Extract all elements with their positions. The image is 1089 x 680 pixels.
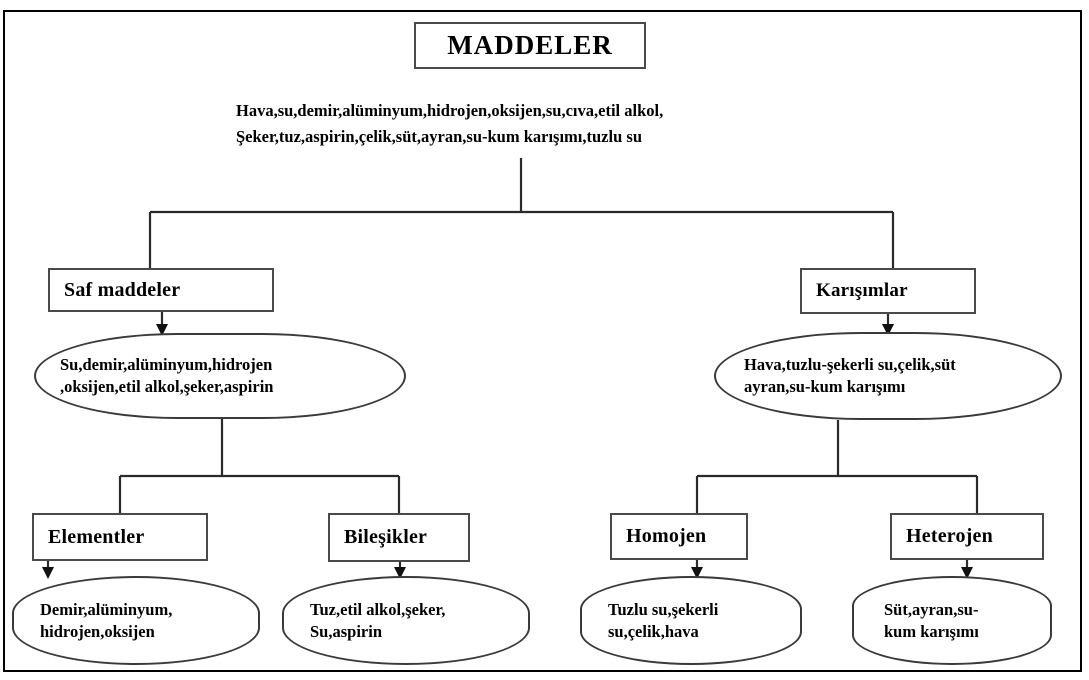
examples-homojen-text: Tuzlu su,şekerli su,çelik,hava: [582, 599, 800, 643]
node-elementler: Elementler: [32, 513, 208, 561]
node-bilesikler-label: Bileşikler: [344, 526, 428, 548]
examples-karisimlar-line-1: Hava,tuzlu-şekerli su,çelik,süt: [744, 355, 956, 375]
outer-border-frame: [3, 10, 1082, 672]
examples-heterojen-text: Süt,ayran,su- kum karışımı: [854, 599, 1050, 643]
examples-bilesikler: Tuz,etil alkol,şeker, Su,aspirin: [282, 576, 530, 665]
examples-saf-line-1: Su,demir,alüminyum,hidrojen: [60, 355, 273, 375]
node-saf-maddeler: Saf maddeler: [48, 268, 274, 312]
examples-heterojen: Süt,ayran,su- kum karışımı: [852, 576, 1052, 665]
examples-bilesikler-line-2: Su,aspirin: [310, 621, 382, 641]
examples-homojen-line-2: su,çelik,hava: [608, 621, 699, 641]
node-homojen-label: Homojen: [626, 525, 707, 547]
node-elementler-label: Elementler: [48, 525, 145, 548]
node-heterojen-label: Heterojen: [906, 525, 993, 547]
node-heterojen: Heterojen: [890, 513, 1044, 560]
node-karisimlar: Karışımlar: [800, 268, 976, 314]
examples-karisimlar: Hava,tuzlu-şekerli su,çelik,süt ayran,su…: [714, 332, 1062, 420]
examples-saf-maddeler-text: Su,demir,alüminyum,hidrojen ,oksijen,eti…: [36, 354, 404, 398]
page-title: MADDELER: [447, 30, 613, 60]
examples-heterojen-line-2: kum karışımı: [884, 621, 979, 641]
node-saf-maddeler-label: Saf maddeler: [64, 278, 181, 301]
root-examples-line-1: Hava,su,demir,alüminyum,hidrojen,oksijen…: [236, 101, 664, 120]
node-karisimlar-label: Karışımlar: [816, 280, 908, 301]
examples-homojen: Tuzlu su,şekerli su,çelik,hava: [580, 576, 802, 665]
examples-bilesikler-text: Tuz,etil alkol,şeker, Su,aspirin: [284, 599, 528, 643]
node-homojen: Homojen: [610, 513, 748, 560]
examples-karisimlar-line-2: ayran,su-kum karışımı: [744, 377, 906, 396]
examples-karisimlar-text: Hava,tuzlu-şekerli su,çelik,süt ayran,su…: [716, 354, 1060, 398]
examples-elementler-line-1: Demir,alüminyum,: [40, 599, 173, 619]
diagram-title-box: MADDELER: [414, 22, 646, 69]
root-examples-text: Hava,su,demir,alüminyum,hidrojen,oksijen…: [236, 98, 856, 151]
examples-saf-line-2: ,oksijen,etil alkol,şeker,aspirin: [60, 377, 274, 396]
examples-homojen-line-1: Tuzlu su,şekerli: [608, 599, 719, 619]
examples-elementler-text: Demir,alüminyum, hidrojen,oksijen: [14, 599, 258, 643]
node-bilesikler: Bileşikler: [328, 513, 470, 562]
examples-elementler-line-2: hidrojen,oksijen: [40, 621, 155, 641]
examples-bilesikler-line-1: Tuz,etil alkol,şeker,: [310, 599, 446, 619]
examples-heterojen-line-1: Süt,ayran,su-: [884, 599, 979, 619]
examples-saf-maddeler: Su,demir,alüminyum,hidrojen ,oksijen,eti…: [34, 333, 406, 419]
root-examples-line-2: Şeker,tuz,aspirin,çelik,süt,ayran,su-kum…: [236, 127, 642, 147]
examples-elementler: Demir,alüminyum, hidrojen,oksijen: [12, 576, 260, 665]
